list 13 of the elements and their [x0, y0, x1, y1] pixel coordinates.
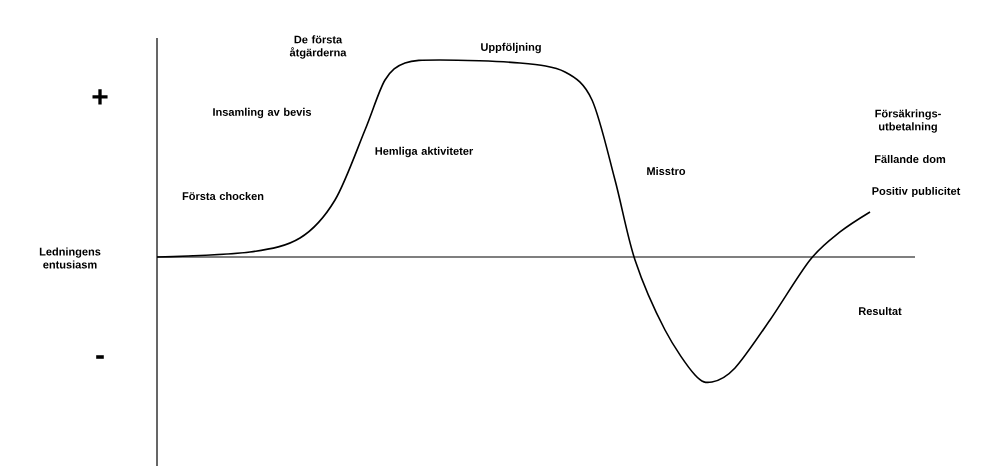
axis-label: Ledningens entusiasm [39, 247, 101, 269]
phase-label: Försäkrings-utbetalning [875, 109, 941, 133]
phase-label: De första åtgärderna [289, 35, 347, 59]
plus-sign: + [92, 89, 108, 105]
phase-label: Resultat [859, 306, 902, 316]
phase-label: Fällande dom [875, 154, 946, 164]
phase-label: Uppföljning [481, 42, 541, 54]
phase-label: Första chocken [182, 191, 264, 201]
phase-label: Hemliga aktiviteter [375, 146, 474, 158]
phase-label: Misstro [647, 166, 686, 176]
minus-sign: - [96, 355, 104, 359]
phase-label: Positiv publicitet [872, 186, 961, 198]
phase-label: Insamling av bevis [213, 107, 312, 119]
